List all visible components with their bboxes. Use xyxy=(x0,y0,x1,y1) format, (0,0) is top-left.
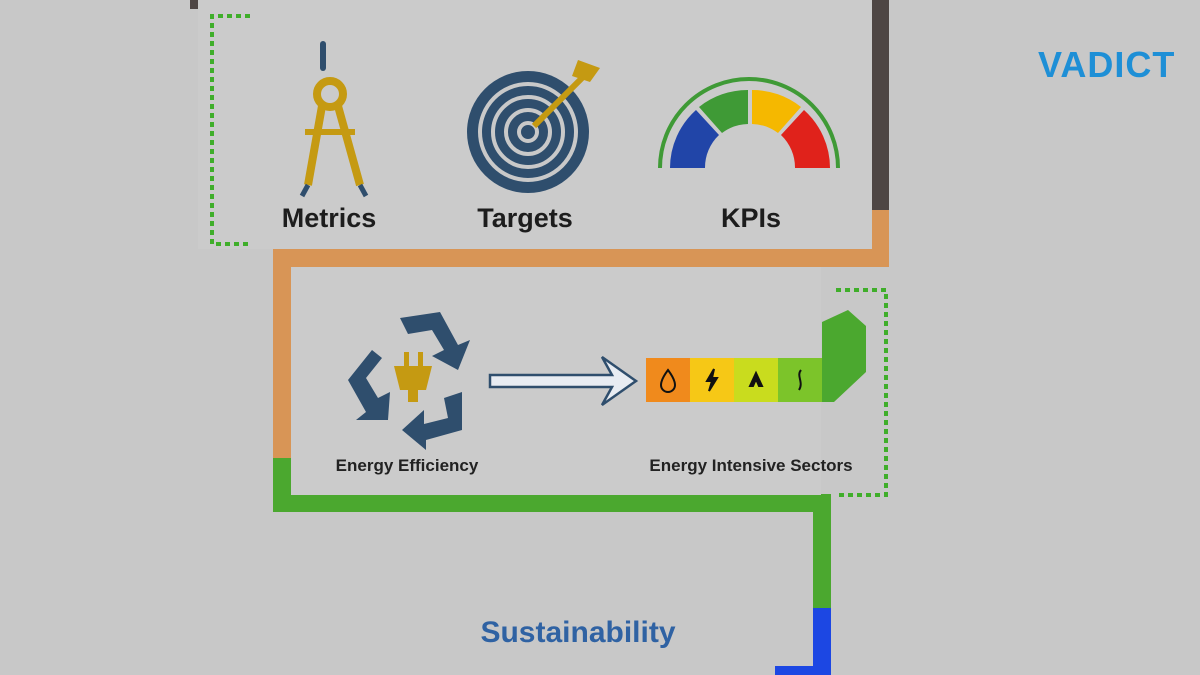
energy-bar-segment xyxy=(646,358,690,402)
target-icon xyxy=(467,60,600,193)
flame-icon xyxy=(748,370,764,387)
gauge-icon xyxy=(658,77,840,169)
dotted-bracket-right xyxy=(836,288,888,497)
energy-intensive-sectors-label: Energy Intensive Sectors xyxy=(649,456,853,475)
connector-orange xyxy=(273,210,889,460)
connector-green xyxy=(273,458,831,612)
metrics-label: Metrics xyxy=(281,203,377,233)
energy-efficiency-label: Energy Efficiency xyxy=(335,456,479,475)
vadict-logo: VADICT xyxy=(1038,40,1174,90)
connector-blue xyxy=(775,608,831,675)
bolt-icon xyxy=(705,368,719,392)
kpis-label: KPIs xyxy=(720,203,782,233)
recycle-plug-icon xyxy=(348,312,470,450)
energy-bar-tail xyxy=(822,310,866,402)
sustainability-title: Sustainability xyxy=(480,616,676,649)
energy-intensity-bar xyxy=(646,358,822,402)
connector-dark xyxy=(190,0,889,212)
logo-text: VADICT xyxy=(1038,44,1176,85)
dotted-bracket-left xyxy=(210,14,250,246)
wave-icon xyxy=(798,369,802,391)
compass-icon xyxy=(299,41,369,198)
right-arrow-icon xyxy=(488,355,639,407)
drop-icon xyxy=(659,368,677,393)
targets-label: Targets xyxy=(477,203,573,233)
